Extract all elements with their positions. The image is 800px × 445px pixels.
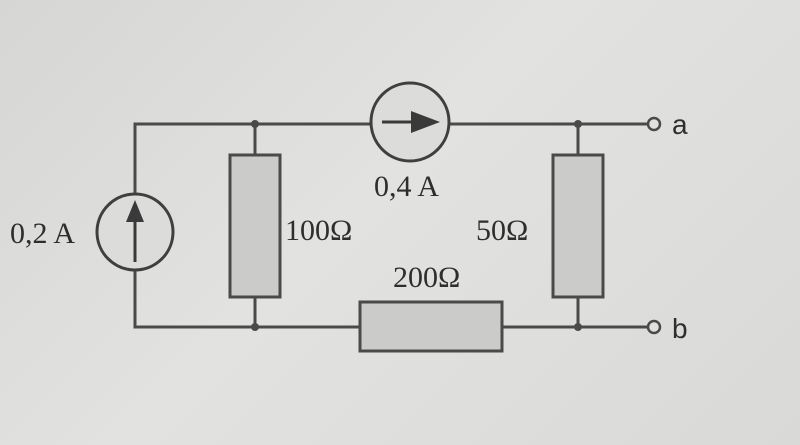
junction-dot xyxy=(251,120,259,128)
resistor-50 xyxy=(551,153,605,299)
current-source-left xyxy=(95,192,175,272)
resistor-100-label: 100Ω xyxy=(285,214,352,247)
junction-dot xyxy=(574,120,582,128)
resistor-50-label: 50Ω xyxy=(476,214,528,247)
terminal-a-icon xyxy=(646,116,662,132)
arrow-right-head-icon xyxy=(411,111,440,133)
resistor-100 xyxy=(228,153,282,299)
wire-bottom-left xyxy=(133,270,360,329)
resistor-200-label: 200Ω xyxy=(393,261,460,294)
terminal-b-label: b xyxy=(672,313,688,344)
junction-dot xyxy=(251,323,259,331)
arrow-up-head-icon xyxy=(126,200,144,222)
current-source-top xyxy=(369,81,451,163)
resistor-200 xyxy=(358,300,504,353)
terminal-b-icon xyxy=(646,319,662,335)
source-left-label: 0,2 A xyxy=(10,217,75,250)
source-top-label: 0,4 A xyxy=(374,170,439,203)
junction-dot xyxy=(574,323,582,331)
wires xyxy=(133,122,647,329)
terminal-a-label: a xyxy=(672,109,688,140)
wire-top-left xyxy=(133,122,370,194)
